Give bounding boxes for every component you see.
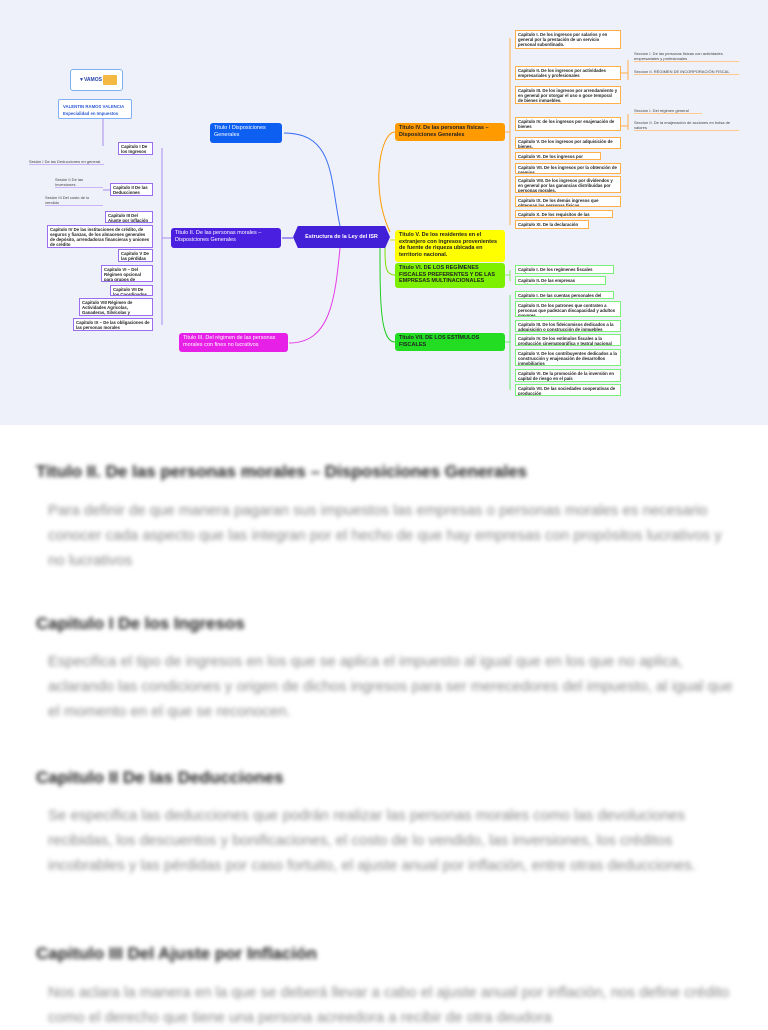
t2-section[interactable]: Sesión I De las Deducciones en general. — [29, 159, 104, 165]
t4-chapter[interactable]: Capitulo I. De los ingresos por salarios… — [515, 30, 621, 49]
section-heading: Capitulo II De las Deducciones — [36, 768, 284, 787]
t7-chapter[interactable]: Capitulo V. De los contribuyentes dedica… — [515, 349, 621, 366]
t2-chapter[interactable]: Capitulo VIII Régimen de Actividades Agr… — [79, 298, 153, 316]
section-text: Especifica el tipo de ingresos en los qu… — [48, 653, 733, 720]
logo: ▼VAMOS — [70, 69, 123, 91]
section-text: Se especifica las deducciones que podrán… — [48, 807, 696, 874]
author-subtitle: Especialidad en Impuestos — [63, 111, 119, 116]
titulo-6[interactable]: Titulo VI. DE LOS REGÍMENES FISCALES PRE… — [395, 263, 505, 288]
t7-chapter[interactable]: Capitulo I. De las cuentas personales de… — [515, 291, 614, 299]
titulo-7[interactable]: Titulo VII. DE LOS ESTÍMULOS FISCALES — [395, 333, 505, 351]
section-text: Para definir de que manera pagaran sus i… — [48, 502, 722, 569]
titulo-2[interactable]: Titulo II. De las personas morales – Dis… — [171, 228, 281, 248]
titulo-4[interactable]: Titulo IV. De las personas físicas – Dis… — [395, 123, 505, 141]
t6-chapter[interactable]: Capitulo II. De las empresas multinacion… — [515, 276, 606, 285]
t7-chapter[interactable]: Capitulo II. De los patrones que contrat… — [515, 301, 621, 317]
t2-chapter[interactable]: Capitulo IV De las instituciones de créd… — [47, 225, 153, 248]
t7-chapter[interactable]: Capitulo VII. De las sociedades cooperat… — [515, 384, 621, 396]
mind-map-image: ▼VAMOS VALENTIN RAMOS VALENCIA Especiali… — [0, 0, 768, 425]
author-name: VALENTIN RAMOS VALENCIA — [63, 104, 125, 109]
t2-section[interactable]: Sesión II De las Inversiones — [55, 177, 103, 188]
t4-chapter[interactable]: Capitulo III. De los ingresos por arrend… — [515, 86, 621, 104]
t4-chapter[interactable]: Capitulo VI. De los ingresos por interes… — [515, 152, 601, 160]
t4-chapter[interactable]: Capitulo VIII. De los ingresos por divid… — [515, 176, 621, 193]
t4-chapter[interactable]: Capitulo II. De los ingresos por activid… — [515, 66, 621, 80]
t6-chapter[interactable]: Capitulo I. De los regímenes fiscales pr… — [515, 265, 614, 274]
section-heading: Capitulo III Del Ajuste por Inflación — [36, 944, 317, 963]
t2-chapter[interactable]: Capitulo III Del Ajuste por inflación — [105, 211, 153, 223]
t4-section[interactable]: Seccion I. De las personas físicas con a… — [634, 51, 739, 62]
t2-chapter[interactable]: Capitulo VII De los Coordinados — [110, 285, 153, 296]
t4-chapter[interactable]: Capitulo XI. De la declaración Anual. — [515, 220, 589, 229]
titulo-1[interactable]: Titulo I Disposiciones Generales — [210, 123, 282, 143]
t2-chapter[interactable]: Capitulo V De las pérdidas — [118, 249, 153, 262]
section-heading: Titulo II. De las personas morales – Dis… — [36, 462, 527, 481]
t7-chapter[interactable]: Capitulo III. De los fideicomisos dedica… — [515, 320, 621, 332]
t2-chapter[interactable]: Capitulo I De los Ingresos — [118, 142, 153, 155]
t4-chapter[interactable]: Capitulo X. De los requisitos de las ded… — [515, 210, 613, 218]
t2-chapter[interactable]: Capitulo IX – De las obligaciones de las… — [73, 318, 153, 331]
t4-chapter[interactable]: Capitulo VII. De los ingresos por la obt… — [515, 163, 621, 174]
t4-section[interactable]: Seccion II. De la enajenación de accione… — [634, 120, 739, 131]
section-heading: Capitulo I De los Ingresos — [36, 614, 245, 633]
author-box: VALENTIN RAMOS VALENCIA Especialidad en … — [58, 99, 132, 119]
t4-section[interactable]: Seccion I. Del régimen general — [634, 108, 702, 114]
t4-chapter[interactable]: Capitulo IX. De los demás ingresos que o… — [515, 196, 621, 207]
t4-section[interactable]: Seccion II. RÉGIMEN DE INCORPORACIÓN FIS… — [634, 69, 739, 75]
titulo-3[interactable]: Titulo III. Del régimen de las personas … — [179, 333, 288, 352]
t7-chapter[interactable]: Capitulo VI. De la promoción de la inver… — [515, 369, 621, 382]
central-topic[interactable]: Estructura de la Ley del ISR — [293, 226, 390, 248]
t2-chapter[interactable]: Capitulo VI – Del Régimen opcional para … — [101, 265, 153, 282]
t2-section[interactable]: Sesión III Del costo de lo vendido — [45, 195, 103, 206]
t2-chapter[interactable]: Capitulo II De las Deducciones — [110, 183, 153, 196]
t4-chapter[interactable]: Capitulo IV. de los ingresos por enajena… — [515, 117, 621, 131]
titulo-5[interactable]: Titulo V. De los residentes en el extran… — [395, 230, 505, 262]
section-text: Nos aclara la manera en la que se deberá… — [48, 984, 730, 1026]
connector-lines — [102, 38, 629, 390]
t4-chapter[interactable]: Capitulo V. De los ingresos por adquisic… — [515, 137, 621, 149]
t7-chapter[interactable]: Capitulo IV. De los estímulos fiscales a… — [515, 334, 621, 346]
